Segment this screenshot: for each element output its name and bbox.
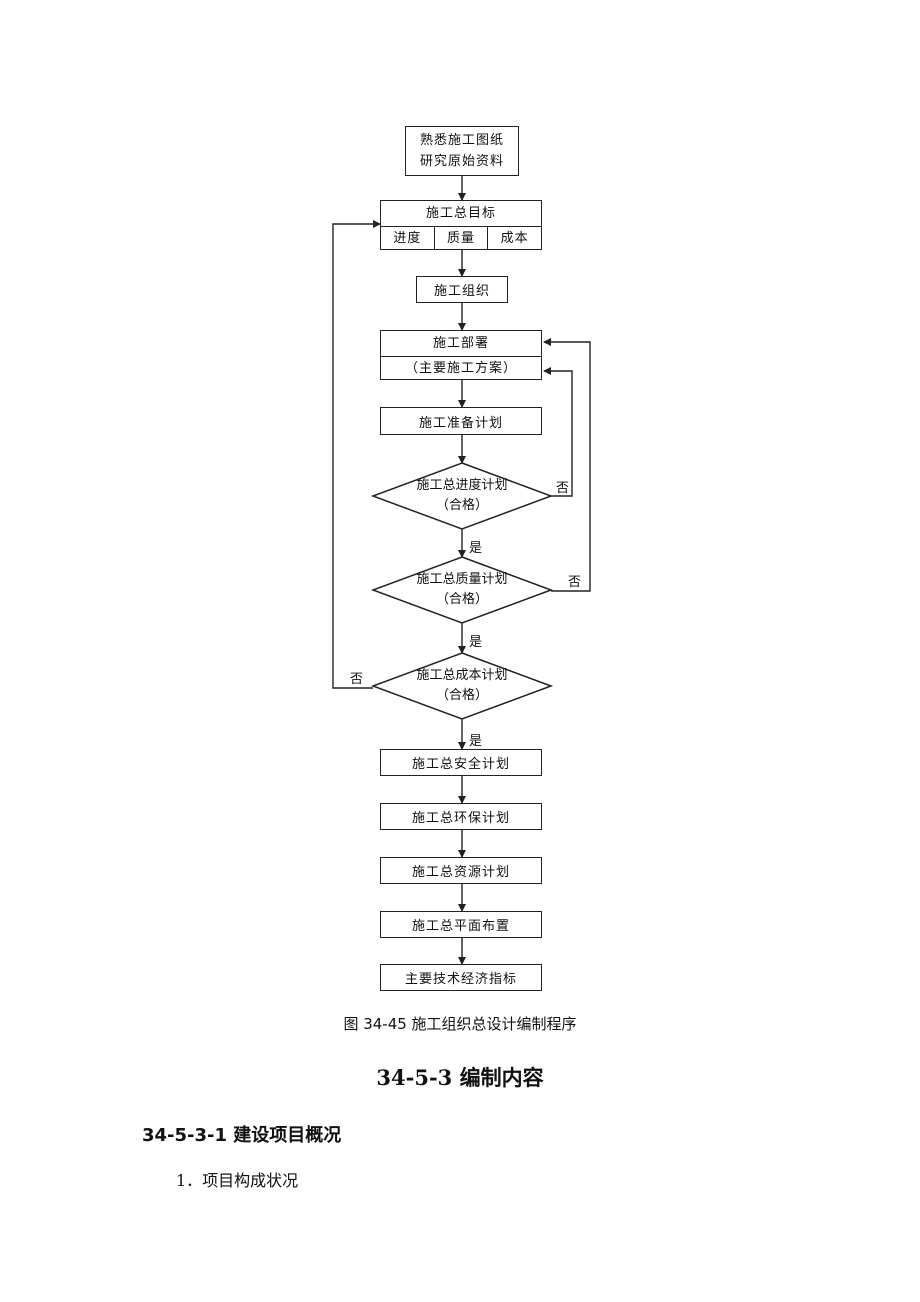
flow-connectors xyxy=(332,176,591,965)
decision-schedule-shape xyxy=(370,462,554,530)
goal-part-cost: 成本 xyxy=(500,231,529,246)
indicators-box: 主要技术经济指标 xyxy=(380,964,542,991)
label-no-3: 否 xyxy=(350,672,364,687)
decision-cost-line-1: 施工总成本计划 xyxy=(416,668,508,683)
start-line-2: 研究原始资料 xyxy=(419,154,504,169)
decision-quality-line-1: 施工总质量计划 xyxy=(416,572,508,587)
start-line-1: 熟悉施工图纸 xyxy=(419,133,504,148)
resource-plan-box: 施工总资源计划 xyxy=(380,857,542,884)
section-title: 34-5-3 编制内容 xyxy=(376,1065,544,1090)
decision-schedule-line-2: （合格） xyxy=(435,498,489,513)
goal-part-quality: 质量 xyxy=(435,227,489,250)
prep-plan-box: 施工准备计划 xyxy=(380,407,542,435)
label-no-1: 否 xyxy=(556,481,570,496)
subsection-title: 34-5-3-1 建设项目概况 xyxy=(142,1125,342,1146)
label-no-2: 否 xyxy=(568,575,582,590)
label-yes-3: 是 xyxy=(469,734,483,749)
goal-part-schedule: 进度 xyxy=(381,227,435,250)
safety-plan-box: 施工总安全计划 xyxy=(380,749,542,776)
decision-schedule-text: 施工总进度计划 （合格） xyxy=(416,476,507,516)
decision-quality-line-2: （合格） xyxy=(435,592,489,607)
decision-quality-shape xyxy=(370,556,554,624)
env-plan-box: 施工总环保计划 xyxy=(380,803,542,830)
deployment-box: 施工部署 （主要施工方案） xyxy=(380,330,542,380)
start-box: 熟悉施工图纸 研究原始资料 xyxy=(405,126,519,176)
decision-schedule-line-1: 施工总进度计划 xyxy=(416,478,508,493)
goal-title: 施工总目标 xyxy=(381,201,541,227)
figure-caption: 图 34-45 施工组织总设计编制程序 xyxy=(343,1015,577,1033)
decision-cost-text: 施工总成本计划 （合格） xyxy=(416,666,507,706)
list-item-1: 1．项目构成状况 xyxy=(176,1171,299,1190)
label-yes-2: 是 xyxy=(469,635,483,650)
deployment-subtitle: （主要施工方案） xyxy=(404,361,517,376)
label-yes-1: 是 xyxy=(469,541,483,556)
layout-plan-box: 施工总平面布置 xyxy=(380,911,542,938)
organization-box: 施工组织 xyxy=(416,276,508,303)
deployment-title: 施工部署 xyxy=(381,331,541,357)
decision-cost-shape xyxy=(370,652,554,720)
goal-parts: 进度 质量 成本 xyxy=(381,227,541,250)
goal-box: 施工总目标 进度 质量 成本 xyxy=(380,200,542,250)
decision-quality-text: 施工总质量计划 （合格） xyxy=(416,570,507,610)
decision-cost-line-2: （合格） xyxy=(435,688,489,703)
